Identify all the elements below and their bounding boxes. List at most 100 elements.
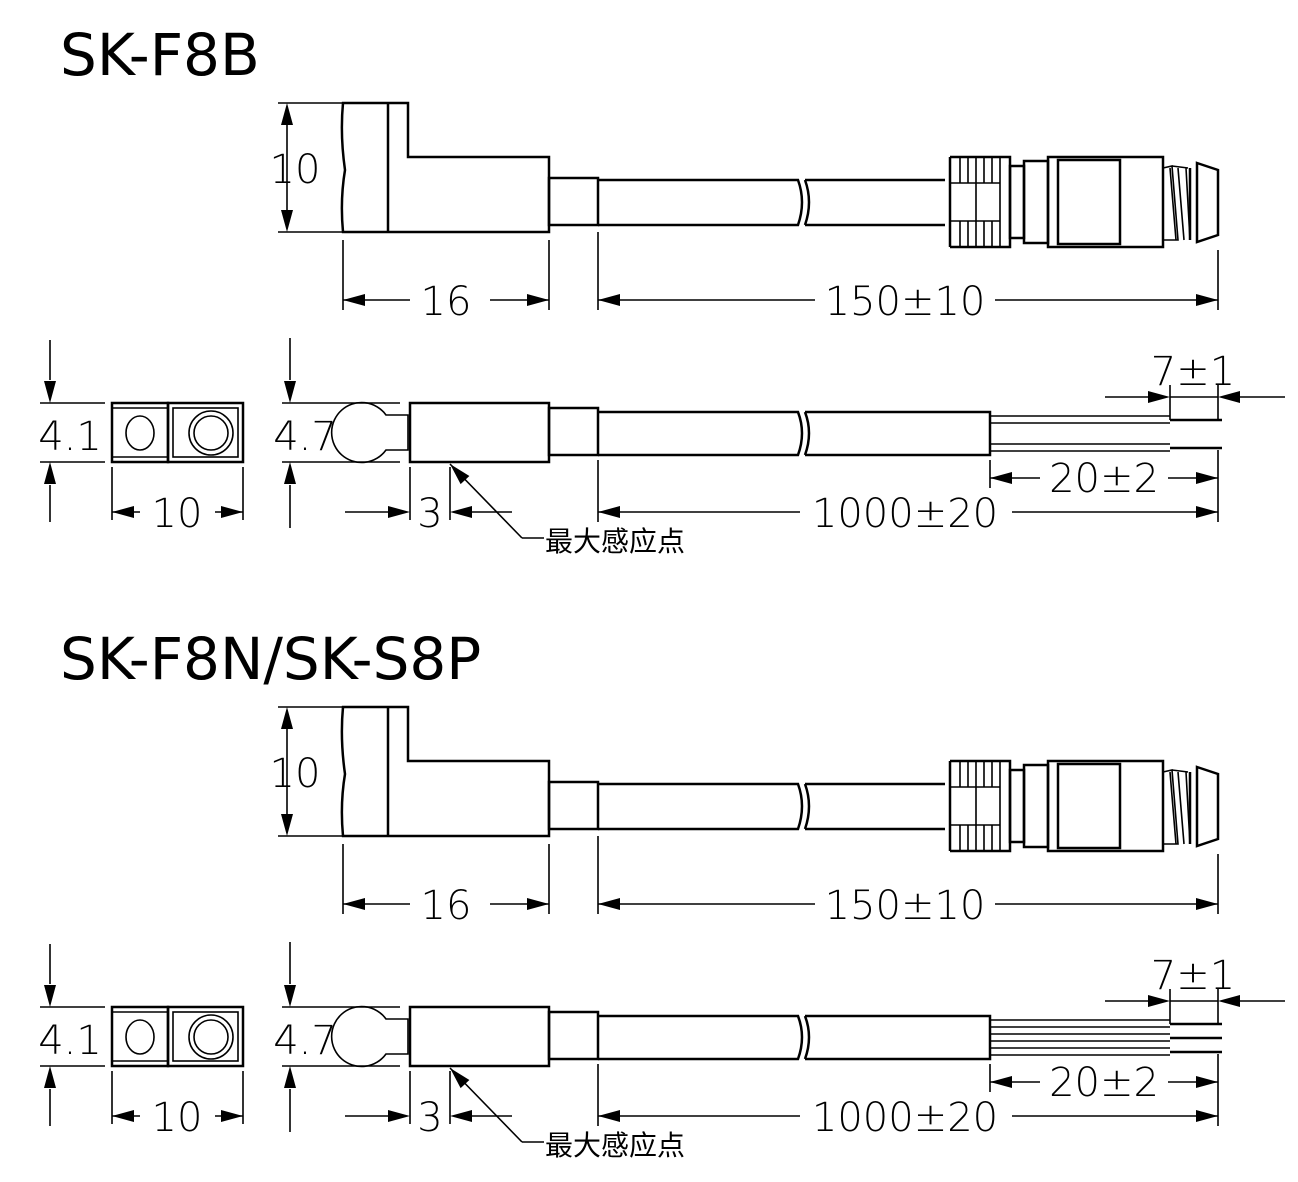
sensing-head [330, 401, 409, 464]
arrowhead [112, 1110, 134, 1122]
arrowhead [44, 381, 56, 403]
end-face [110, 1005, 170, 1068]
arrowhead [450, 1110, 472, 1122]
connector-collar [1022, 763, 1050, 849]
sensor-body [340, 705, 551, 838]
dim-pigtail-length: 150±10 [825, 883, 986, 929]
cable [598, 782, 804, 831]
arrowhead [598, 1110, 620, 1122]
side-view: 4.7 3 最大感应点 1000±20 20±2 7±1 [273, 338, 1285, 558]
m8-connector [948, 155, 1220, 249]
arrowhead [343, 898, 365, 910]
connector-grip [948, 155, 1012, 249]
cable [803, 178, 945, 227]
arrowhead [281, 814, 293, 836]
connector-tip [1188, 765, 1220, 848]
arrowhead [1196, 1076, 1218, 1088]
arrowhead [284, 462, 296, 484]
arrowhead [990, 472, 1012, 484]
connector-sleeve [1008, 164, 1026, 240]
hole [125, 1019, 155, 1055]
dim-sense-offset: 3 [417, 491, 442, 537]
model-title: SK-F8N/SK-S8P [60, 625, 481, 693]
m8-connector [948, 759, 1220, 853]
arrowhead [281, 103, 293, 125]
connector-sleeve [1008, 768, 1026, 844]
arrowhead [284, 985, 296, 1007]
lens-outer [188, 1014, 234, 1060]
dim-head-diameter: 4.7 [273, 414, 337, 460]
end-view: 4.1 10 [38, 340, 245, 537]
max-sensing-point-label: 最大感应点 [545, 1129, 685, 1162]
arrowhead [450, 506, 472, 518]
dim-side-length: 10 [152, 1095, 203, 1141]
dim-height: 10 [270, 147, 321, 193]
end-face [110, 401, 170, 464]
dim-cable-length: 1000±20 [812, 1095, 998, 1141]
arrowhead [44, 1066, 56, 1088]
grip-fins [950, 157, 1001, 247]
dim-strip-length: 7±1 [1151, 953, 1235, 999]
arrowhead [221, 1110, 243, 1122]
arrowhead [1196, 1110, 1218, 1122]
max-sensing-point-label: 最大感应点 [545, 525, 685, 558]
grip-fins [950, 761, 1001, 851]
dim-side-length: 10 [152, 491, 203, 537]
dim-body-length: 16 [421, 279, 472, 325]
arrowhead [527, 898, 549, 910]
cable [598, 1014, 804, 1061]
arrowhead [1196, 472, 1218, 484]
section-1: SK-F8B 10 16 150±10 4.1 10 4.7 3 最大感应点 1000±20 20±… [38, 21, 1285, 558]
cable [803, 782, 945, 831]
thread [1162, 165, 1191, 241]
sensor-body [340, 101, 551, 234]
arrowhead [1196, 506, 1218, 518]
connector-grip [948, 759, 1012, 853]
cable [803, 410, 992, 457]
nut-flat [1056, 158, 1122, 246]
end-housing-inner [172, 1011, 239, 1062]
dim-cable-length: 1000±20 [812, 491, 998, 537]
arrowhead [44, 985, 56, 1007]
arrowhead [598, 294, 620, 306]
thread [1162, 769, 1191, 845]
dim-lead-length: 20±2 [1049, 456, 1159, 502]
lens-outer [188, 410, 234, 456]
arrowhead [284, 1066, 296, 1088]
dim-sense-offset: 3 [417, 1095, 442, 1141]
arrowhead [44, 462, 56, 484]
cable [803, 1014, 992, 1061]
connector-tip [1188, 161, 1220, 244]
arrowhead [1218, 995, 1240, 1007]
arrowhead [1196, 898, 1218, 910]
end-view: 4.1 10 [38, 944, 245, 1141]
end-housing [166, 1005, 245, 1068]
arrowhead [281, 707, 293, 729]
cable [598, 178, 804, 227]
arrowhead [1148, 995, 1170, 1007]
sensor-body [408, 1005, 551, 1068]
dim-strip-length: 7±1 [1151, 349, 1235, 395]
lens-inner [193, 415, 229, 451]
hole [125, 415, 155, 451]
dim-width: 4.1 [38, 414, 102, 460]
end-housing [166, 401, 245, 464]
arrowhead [598, 506, 620, 518]
sensing-head [330, 1005, 409, 1068]
top-view: 10 16 150±10 [270, 101, 1220, 325]
dim-pigtail-length: 150±10 [825, 279, 986, 325]
nut-flat [1056, 762, 1122, 850]
lens-inner [193, 1019, 229, 1055]
arrowhead [990, 1076, 1012, 1088]
cable-stub [547, 780, 600, 831]
arrowhead [388, 506, 410, 518]
dim-body-length: 16 [421, 883, 472, 929]
arrowhead [281, 210, 293, 232]
dim-width: 4.1 [38, 1018, 102, 1064]
arrowhead [343, 294, 365, 306]
model-title: SK-F8B [60, 21, 260, 89]
arrowhead [527, 294, 549, 306]
arrowhead [1218, 391, 1240, 403]
